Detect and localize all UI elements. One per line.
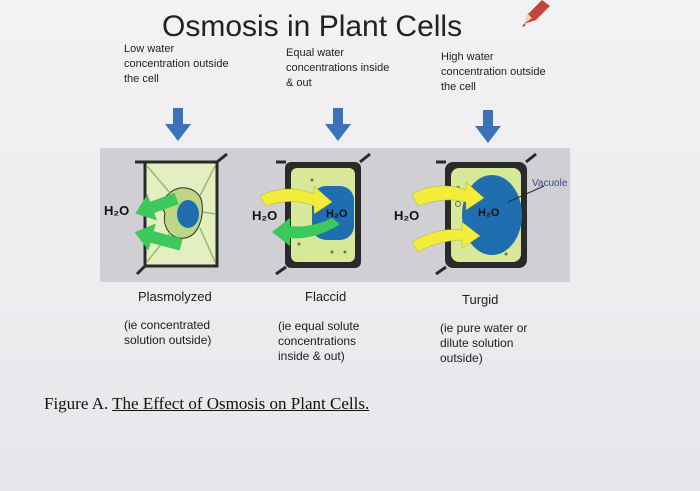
caption-title: The Effect of Osmosis on Plant Cells. [112,394,370,413]
caption-prefix: Figure A. [44,394,113,413]
state-plasmolyzed: Plasmolyzed [138,289,212,304]
plant-cells-diagram [134,152,545,276]
vacuole-label: Vacuole [532,178,568,189]
water-label-flaccid-vacuole: H₂O [326,208,348,220]
plasmolyzed-cell [134,152,228,276]
down-arrow-icon [165,108,191,141]
state-turgid: Turgid [462,292,499,307]
water-label-flaccid-outside: H₂O [252,208,278,223]
desc-flaccid: (ie equal solute concentrations inside &… [278,319,360,363]
flaccid-cell [259,152,371,276]
down-arrow-icon [325,108,351,141]
condition-low-label: Low water concentration outside the cell [124,43,229,85]
figure-caption: Figure A. The Effect of Osmosis on Plant… [44,394,369,414]
state-flaccid: Flaccid [305,289,347,304]
water-label-turgid-outside: H₂O [394,208,420,223]
down-arrow-icon [475,110,501,143]
turgid-cell [411,152,545,276]
condition-high-label: High water concentration outside the cel… [441,51,546,93]
pencil-icon [522,0,550,27]
desc-turgid: (ie pure water or dilute solution outsid… [440,321,528,365]
desc-plasmolyzed: (ie concentrated solution outside) [124,318,212,347]
water-label-plasmolyzed: H₂O [104,203,130,218]
water-label-turgid-vacuole: H₂O [478,207,500,219]
diagram-title: Osmosis in Plant Cells [162,10,463,43]
condition-equal-label: Equal water concentrations inside & out [286,47,390,89]
